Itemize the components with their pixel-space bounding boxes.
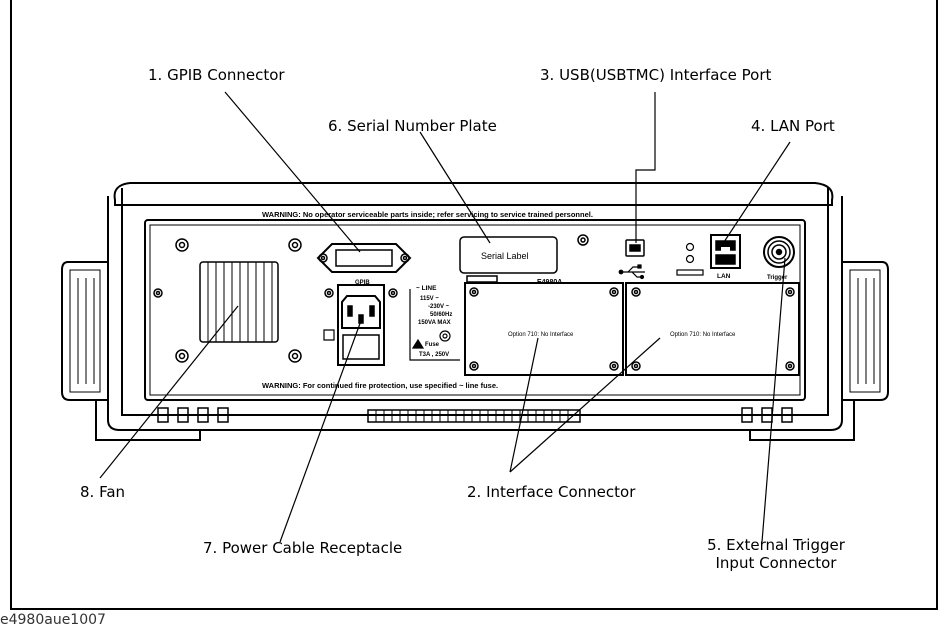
line-spec-2: -230V ~ bbox=[428, 304, 450, 310]
power-receptacle bbox=[323, 284, 398, 366]
leader-interface-left bbox=[509, 337, 539, 473]
callout-interface-connector: 2. Interface Connector bbox=[467, 483, 636, 501]
option-left-text: Option 710: No Interface bbox=[508, 332, 574, 338]
serial-tab bbox=[466, 275, 498, 283]
figure-frame bbox=[10, 0, 938, 610]
lan-port bbox=[710, 234, 741, 269]
callout-gpib-connector: 1. GPIB Connector bbox=[148, 66, 285, 84]
fuse-spec: T3A , 250V bbox=[419, 352, 449, 358]
leader-lan bbox=[723, 141, 791, 243]
option-slot-right bbox=[625, 282, 800, 376]
serial-label-plate bbox=[459, 236, 558, 274]
option-slot-left bbox=[464, 282, 624, 376]
instrument-body bbox=[61, 182, 889, 441]
serial-label-text: Serial Label bbox=[481, 251, 529, 261]
line-spec-3: 50/60Hz bbox=[430, 312, 452, 318]
trigger-bnc-connector bbox=[763, 236, 795, 268]
warning-bottom-text: WARNING: For continued fire protection, … bbox=[262, 381, 498, 390]
fuse-label: Fuse bbox=[425, 342, 440, 348]
warning-top-text: WARNING: No operator serviceable parts i… bbox=[262, 210, 593, 219]
line-spec-4: 150VA MAX bbox=[418, 320, 451, 326]
callout-lan-port: 4. LAN Port bbox=[751, 117, 835, 135]
option-right-text: Option 710: No Interface bbox=[670, 332, 736, 338]
callout-serial-number-plate: 6. Serial Number Plate bbox=[328, 117, 497, 135]
callout-usb-port: 3. USB(USBTMC) Interface Port bbox=[540, 66, 772, 84]
callout-power-cable-receptacle: 7. Power Cable Receptacle bbox=[203, 539, 403, 557]
line-rating-box bbox=[409, 289, 460, 361]
leader-serial bbox=[419, 131, 491, 244]
lan-label: LAN bbox=[717, 273, 731, 280]
callout-external-trigger: 5. External Trigger Input Connector bbox=[676, 536, 876, 572]
panel-screw bbox=[577, 234, 589, 246]
leader-lines bbox=[99, 91, 791, 543]
callout-trigger-line1: 5. External Trigger bbox=[707, 536, 845, 554]
leader-interface-right bbox=[509, 337, 661, 473]
leader-usb bbox=[635, 92, 656, 243]
fan-screw bbox=[153, 238, 302, 363]
leader-fan bbox=[99, 305, 239, 479]
figure-id: e4980aue1007 bbox=[0, 612, 106, 628]
usb-port bbox=[625, 239, 645, 257]
fan-grille bbox=[153, 238, 302, 363]
warning-triangle-icon bbox=[411, 338, 425, 349]
power-screw bbox=[324, 288, 398, 298]
gpib-label: GPIB bbox=[355, 280, 370, 286]
gpib-connector bbox=[316, 243, 412, 273]
status-indicator bbox=[685, 242, 695, 264]
line-spec-1: 115V ~ bbox=[420, 296, 439, 302]
leader-gpib bbox=[224, 91, 361, 253]
callout-trigger-line2: Input Connector bbox=[715, 554, 837, 572]
leader-trigger bbox=[761, 257, 786, 543]
line-title: ~ LINE bbox=[416, 285, 437, 292]
callout-fan: 8. Fan bbox=[80, 483, 126, 501]
trigger-label: Trigger bbox=[767, 275, 788, 281]
indicator-slot bbox=[676, 269, 704, 276]
usb-icon bbox=[618, 264, 645, 280]
leader-power bbox=[279, 317, 363, 543]
